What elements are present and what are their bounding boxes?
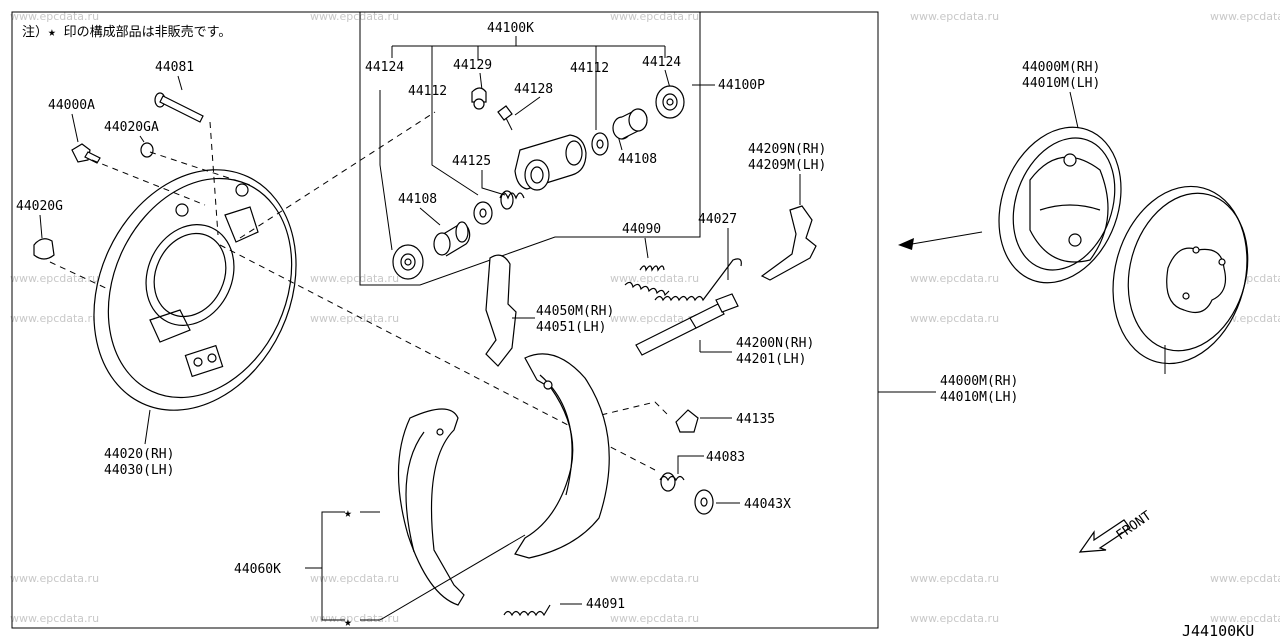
watermark: www.epcdata.ru <box>10 312 99 325</box>
front-label: FRONT <box>1114 508 1155 543</box>
part-44030-lh[interactable]: 44030(LH) <box>104 463 174 478</box>
part-44000M-rh-top[interactable]: 44000M(RH) <box>1022 60 1100 75</box>
part-44100P[interactable]: 44100P <box>718 78 765 93</box>
arrow-head <box>898 238 914 250</box>
part-44129[interactable]: 44129 <box>453 58 492 73</box>
watermark: www.epcdata.ru <box>910 272 999 285</box>
wheel-cylinder-parts <box>392 85 685 280</box>
part-44083[interactable]: 44083 <box>706 450 745 465</box>
watermark: www.epcdata.ru <box>310 10 399 23</box>
watermark: www.epcdata.ru <box>10 10 99 23</box>
watermark: www.epcdata.ru <box>1210 612 1280 625</box>
part-44027[interactable]: 44027 <box>698 212 737 227</box>
adjuster-44200N <box>635 293 739 356</box>
part-44135[interactable]: 44135 <box>736 412 775 427</box>
part-44020GA[interactable]: 44020GA <box>104 120 159 135</box>
part-44091[interactable]: 44091 <box>586 597 625 612</box>
spring-44091 <box>503 604 551 617</box>
watermark: www.epcdata.ru <box>610 312 699 325</box>
diagram-code: J44100KU <box>1182 622 1254 640</box>
watermark: www.epcdata.ru <box>1210 572 1280 585</box>
watermark: www.epcdata.ru <box>910 572 999 585</box>
backing-plate <box>93 169 297 411</box>
part-44108-left[interactable]: 44108 <box>398 192 437 207</box>
part-44081[interactable]: 44081 <box>155 60 194 75</box>
part-44020-rh[interactable]: 44020(RH) <box>104 447 174 462</box>
watermark: www.epcdata.ru <box>310 312 399 325</box>
watermark: www.epcdata.ru <box>610 572 699 585</box>
part-44125[interactable]: 44125 <box>452 154 491 169</box>
watermark: www.epcdata.ru <box>910 312 999 325</box>
watermark: www.epcdata.ru <box>10 572 99 585</box>
part-44090[interactable]: 44090 <box>622 222 661 237</box>
part-44020G[interactable]: 44020G <box>16 199 63 214</box>
front-arrow-icon <box>1078 519 1131 553</box>
watermark: www.epcdata.ru <box>610 10 699 23</box>
fasteners <box>33 92 204 260</box>
watermark: www.epcdata.ru <box>610 272 699 285</box>
watermark: www.epcdata.ru <box>310 572 399 585</box>
part-44051-lh[interactable]: 44051(LH) <box>536 320 606 335</box>
spring-44027 <box>654 258 742 302</box>
part-44100K[interactable]: 44100K <box>487 21 534 36</box>
part-44010M-lh-top[interactable]: 44010M(LH) <box>1022 76 1100 91</box>
part-44060K[interactable]: 44060K <box>234 562 281 577</box>
watermark: www.epcdata.ru <box>10 612 99 625</box>
star-mark: ★ <box>344 506 352 521</box>
watermark: www.epcdata.ru <box>310 272 399 285</box>
brake-shoes <box>397 353 610 606</box>
part-44043X[interactable]: 44043X <box>744 497 791 512</box>
clip-44135 <box>675 409 699 433</box>
watermark: www.epcdata.ru <box>1210 10 1280 23</box>
part-44108-right[interactable]: 44108 <box>618 152 657 167</box>
spring-44090 <box>624 281 670 297</box>
star-mark: ★ <box>344 615 352 630</box>
part-44112-right[interactable]: 44112 <box>570 61 609 76</box>
lever-44050M <box>485 254 517 367</box>
part-44124-left[interactable]: 44124 <box>365 60 404 75</box>
watermark: www.epcdata.ru <box>910 10 999 23</box>
part-44209N-rh[interactable]: 44209N(RH) <box>748 142 826 157</box>
part-44201-lh[interactable]: 44201(LH) <box>736 352 806 367</box>
part-44209M-lh[interactable]: 44209M(LH) <box>748 158 826 173</box>
assembly-frame <box>11 11 879 629</box>
watermark: www.epcdata.ru <box>310 612 399 625</box>
part-44050M-rh[interactable]: 44050M(RH) <box>536 304 614 319</box>
brake-assembly-illustration <box>998 126 1122 284</box>
part-44128[interactable]: 44128 <box>514 82 553 97</box>
part-44010M-lh-mid[interactable]: 44010M(LH) <box>940 390 1018 405</box>
watermark: www.epcdata.ru <box>610 612 699 625</box>
adjuster-lever-44209 <box>760 205 817 281</box>
non-sale-note: 注）★ 印の構成部品は非販売です。 <box>22 24 231 40</box>
part-44112-left[interactable]: 44112 <box>408 84 447 99</box>
front-direction: FRONT <box>1078 508 1155 553</box>
spring-44083 <box>659 475 685 482</box>
part-44000A[interactable]: 44000A <box>48 98 95 113</box>
wheel-cylinder-frame <box>359 12 701 286</box>
part-44000M-rh-mid[interactable]: 44000M(RH) <box>940 374 1018 389</box>
part-44124-right[interactable]: 44124 <box>642 55 681 70</box>
part-44200N-rh[interactable]: 44200N(RH) <box>736 336 814 351</box>
watermark: www.epcdata.ru <box>10 272 99 285</box>
watermark: www.epcdata.ru <box>910 612 999 625</box>
brake-drum-illustration <box>1112 185 1249 365</box>
